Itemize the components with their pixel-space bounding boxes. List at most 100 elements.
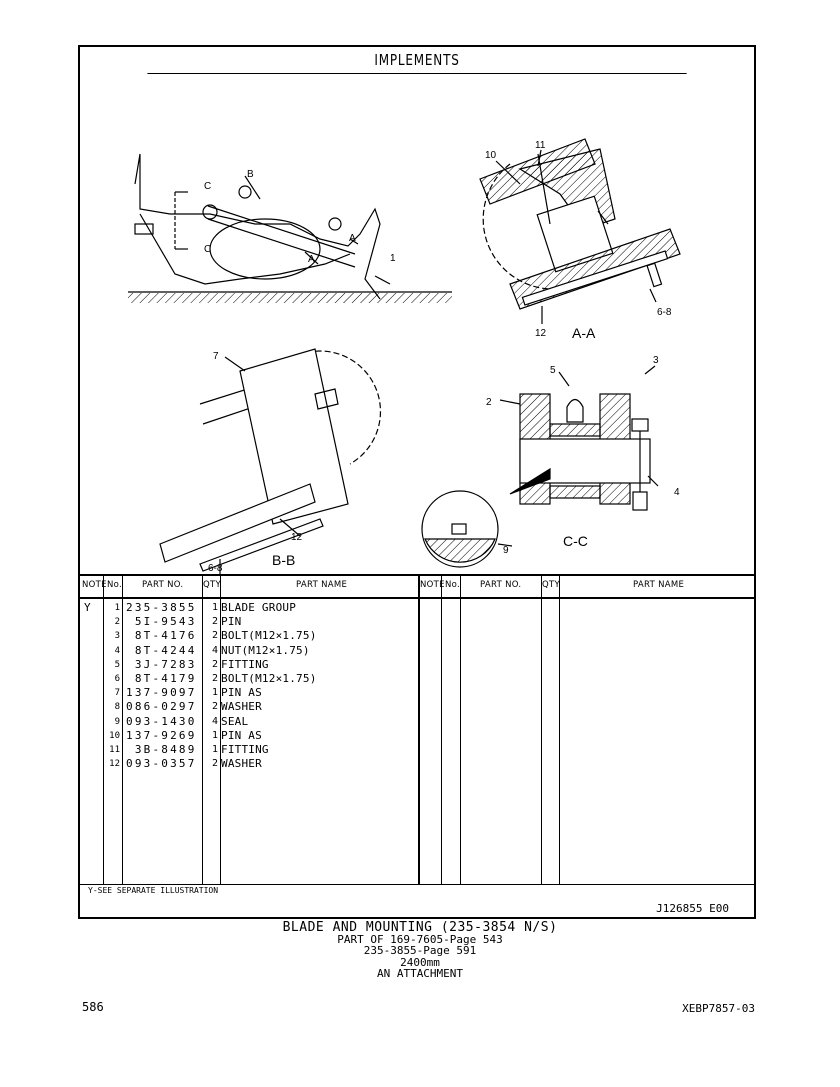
row-qty: 1 [211, 602, 218, 613]
footer-divider [80, 884, 754, 885]
callout-text: C [204, 244, 211, 255]
caption-title: BLADE AND MOUNTING (235-3854 N/S) [282, 920, 558, 935]
row-qty: 4 [211, 715, 218, 727]
callout-text: A [349, 233, 356, 244]
section-c-c [421, 365, 659, 568]
callout-text: 1 [390, 253, 396, 264]
row-part-no: 8T-4244 [126, 643, 197, 657]
row-no: 12 [109, 759, 120, 770]
row-qty: 2 [211, 701, 218, 713]
callout-text: 7 [213, 351, 219, 362]
row-no: 2 [114, 617, 120, 628]
row-no: 9 [114, 716, 120, 727]
callout-text: C [204, 181, 211, 192]
row-part-name: FITTING [221, 657, 269, 671]
divider [460, 574, 461, 884]
callout-text: 12 [291, 532, 303, 543]
row-no: 8 [114, 702, 120, 713]
col-note-2: NOTE [420, 580, 445, 590]
row-no: 5 [114, 659, 120, 670]
col-note: NOTE [82, 580, 107, 590]
row-qty: 2 [211, 658, 218, 670]
caption-line: PART OF 169-7605-Page 543 [337, 932, 503, 946]
divider [559, 574, 560, 884]
row-no: 10 [109, 730, 120, 741]
row-qty: 2 [211, 758, 218, 770]
row-qty: 2 [211, 672, 218, 684]
divider [202, 574, 203, 884]
sheet-title: IMPLEMENTS [147, 47, 687, 74]
row-part-no: 3J-7283 [126, 657, 197, 671]
caption-line: AN ATTACHMENT [376, 967, 464, 980]
figure-caption: BLADE AND MOUNTING (235-3854 N/S) PART O… [0, 920, 840, 980]
page-number: 586 [82, 1000, 104, 1014]
row-part-name: WASHER [221, 700, 262, 714]
drawing-reference: J126855 E00 [656, 902, 729, 915]
caption-line: 235-3855-Page 591 [363, 944, 477, 957]
callout-text: 5 [550, 365, 556, 376]
divider [418, 574, 420, 884]
row-part-name: NUT(M12×1.75) [221, 643, 310, 657]
row-part-no: 137-9269 [126, 728, 197, 742]
col-qty: QTY. [203, 580, 223, 590]
callout-text: 12 [535, 328, 547, 339]
row-part-no: 235-3855 [126, 601, 197, 614]
col-no: No. [107, 580, 123, 590]
row-qty: 1 [211, 743, 218, 755]
col-part-name: PART NAME [296, 580, 348, 590]
row-part-name: PIN [221, 615, 242, 629]
divider [103, 574, 104, 884]
callout-text: 3 [653, 355, 659, 366]
row-part-no: 137-9097 [126, 686, 197, 700]
callout-text: 11 [535, 140, 546, 151]
col-no-2: No. [445, 580, 461, 590]
row-part-name: BOLT(M12×1.75) [221, 629, 317, 643]
row-qty: 2 [211, 616, 218, 628]
row-note: Y [84, 601, 91, 614]
document-id: XEBP7857-03 [682, 1002, 755, 1015]
row-part-name: FITTING [221, 742, 269, 756]
row-part-name: BOLT(M12×1.75) [221, 671, 317, 685]
section-a-a [479, 138, 681, 324]
divider [122, 574, 123, 884]
row-no: 1 [114, 603, 120, 613]
col-qty-2: QTY. [542, 580, 562, 590]
callout-text: B-B [272, 552, 295, 568]
row-part-no: 8T-4176 [126, 629, 197, 643]
col-part-no: PART NO. [142, 580, 184, 590]
caption-line: 2400mm [400, 955, 440, 969]
callout-text: A-A [572, 325, 596, 341]
row-no: 6 [114, 673, 120, 684]
footer-note: Y-SEE SEPARATE ILLUSTRATION [88, 886, 219, 895]
callout-text: 4 [674, 487, 680, 498]
callout-text: A [308, 254, 315, 265]
callout-text: 10 [485, 150, 497, 161]
callout-text: 9 [503, 545, 509, 556]
callout-text: 2 [486, 397, 492, 408]
row-part-name: PIN AS [221, 728, 262, 742]
callout-text: C-C [563, 533, 588, 549]
divider [220, 574, 221, 884]
row-part-name: PIN AS [221, 686, 262, 700]
divider [541, 574, 542, 884]
row-part-no: 093-1430 [126, 714, 197, 728]
row-part-no: 3B-8489 [126, 742, 197, 756]
row-no: 7 [114, 688, 120, 699]
row-part-no: 5I-9543 [126, 615, 197, 629]
row-qty: 1 [211, 729, 218, 741]
row-qty: 1 [211, 687, 218, 699]
exploded-illustration: C C B A A 1 10 11 6-8 12 A-A [128, 138, 681, 574]
parts-sheet-frame: IMPLEMENTS C C [78, 45, 756, 919]
row-part-name: WASHER [221, 757, 262, 771]
row-no: 3 [114, 631, 120, 642]
row-part-name: SEAL [221, 714, 249, 728]
section-b-b [159, 348, 382, 574]
callout-text: 6-8 [657, 307, 672, 318]
table-header [80, 574, 754, 599]
row-no: 4 [114, 645, 120, 656]
row-qty: 2 [211, 630, 218, 642]
row-part-no: 086-0297 [126, 700, 197, 714]
callout-text: 6-8 [208, 563, 223, 574]
row-part-name: BLADE GROUP [221, 601, 297, 614]
col-part-no-2: PART NO. [480, 580, 522, 590]
